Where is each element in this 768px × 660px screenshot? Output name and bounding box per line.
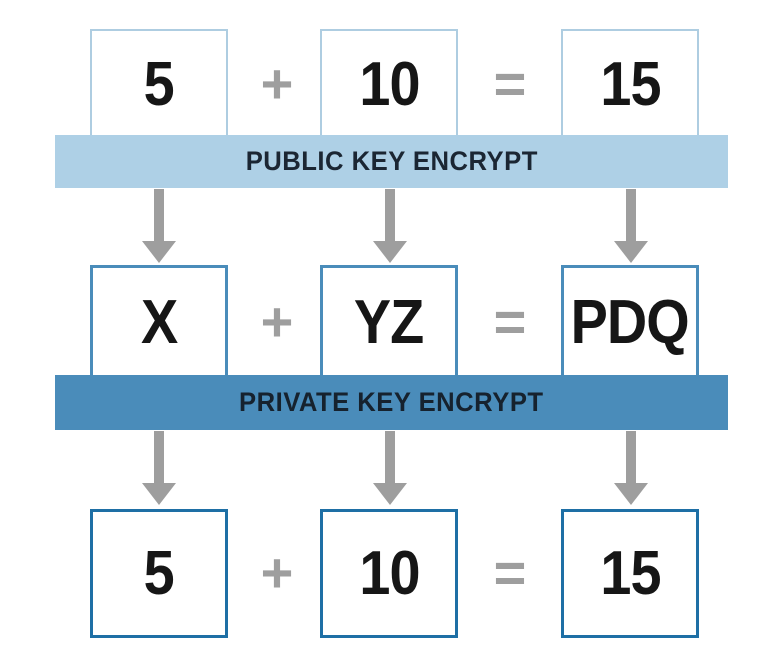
value-text: 10 [358, 538, 420, 608]
arrow-shaft [385, 431, 395, 483]
arrow-head [614, 483, 648, 505]
arrow-shaft [154, 431, 164, 483]
value-box-middle-middle: YZ [320, 265, 458, 381]
value-box-bottom-middle: 10 [320, 509, 458, 638]
value-box-bottom-left: 5 [90, 509, 228, 638]
plus-operator-middle: + [260, 290, 294, 353]
arrow-head [373, 241, 407, 263]
value-text: 15 [599, 50, 661, 119]
plus-operator-bottom: + [260, 541, 294, 604]
value-box-middle-left: X [90, 265, 228, 381]
arrow-shaft [385, 189, 395, 241]
value-text: 10 [358, 50, 420, 119]
value-box-top-right: 15 [561, 29, 699, 141]
value-text: YZ [354, 288, 424, 357]
value-text: 15 [599, 538, 661, 608]
down-arrow-icon [373, 189, 407, 263]
value-text: PDQ [570, 288, 690, 357]
plus-operator-top: + [260, 52, 294, 115]
value-box-middle-right: PDQ [561, 265, 699, 381]
arrow-shaft [154, 189, 164, 241]
value-box-bottom-right: 15 [561, 509, 699, 638]
down-arrow-icon [373, 431, 407, 505]
value-text: 5 [143, 538, 175, 608]
public-key-encrypt-banner: PUBLIC KEY ENCRYPT [55, 135, 728, 188]
banner-label: PUBLIC KEY ENCRYPT [245, 146, 538, 176]
arrow-shaft [626, 431, 636, 483]
banner-label: PRIVATE KEY ENCRYPT [239, 387, 544, 417]
equals-operator-bottom: = [493, 541, 527, 604]
down-arrow-icon [614, 431, 648, 505]
value-text: 5 [143, 50, 175, 119]
arrow-head [373, 483, 407, 505]
down-arrow-icon [614, 189, 648, 263]
value-text: X [140, 288, 178, 357]
arrow-head [142, 241, 176, 263]
arrow-head [614, 241, 648, 263]
private-key-encrypt-banner: PRIVATE KEY ENCRYPT [55, 375, 728, 430]
arrow-head [142, 483, 176, 505]
down-arrow-icon [142, 431, 176, 505]
equals-operator-top: = [493, 52, 527, 115]
value-box-top-middle: 10 [320, 29, 458, 141]
arrow-shaft [626, 189, 636, 241]
equals-operator-middle: = [493, 290, 527, 353]
value-box-top-left: 5 [90, 29, 228, 141]
down-arrow-icon [142, 189, 176, 263]
